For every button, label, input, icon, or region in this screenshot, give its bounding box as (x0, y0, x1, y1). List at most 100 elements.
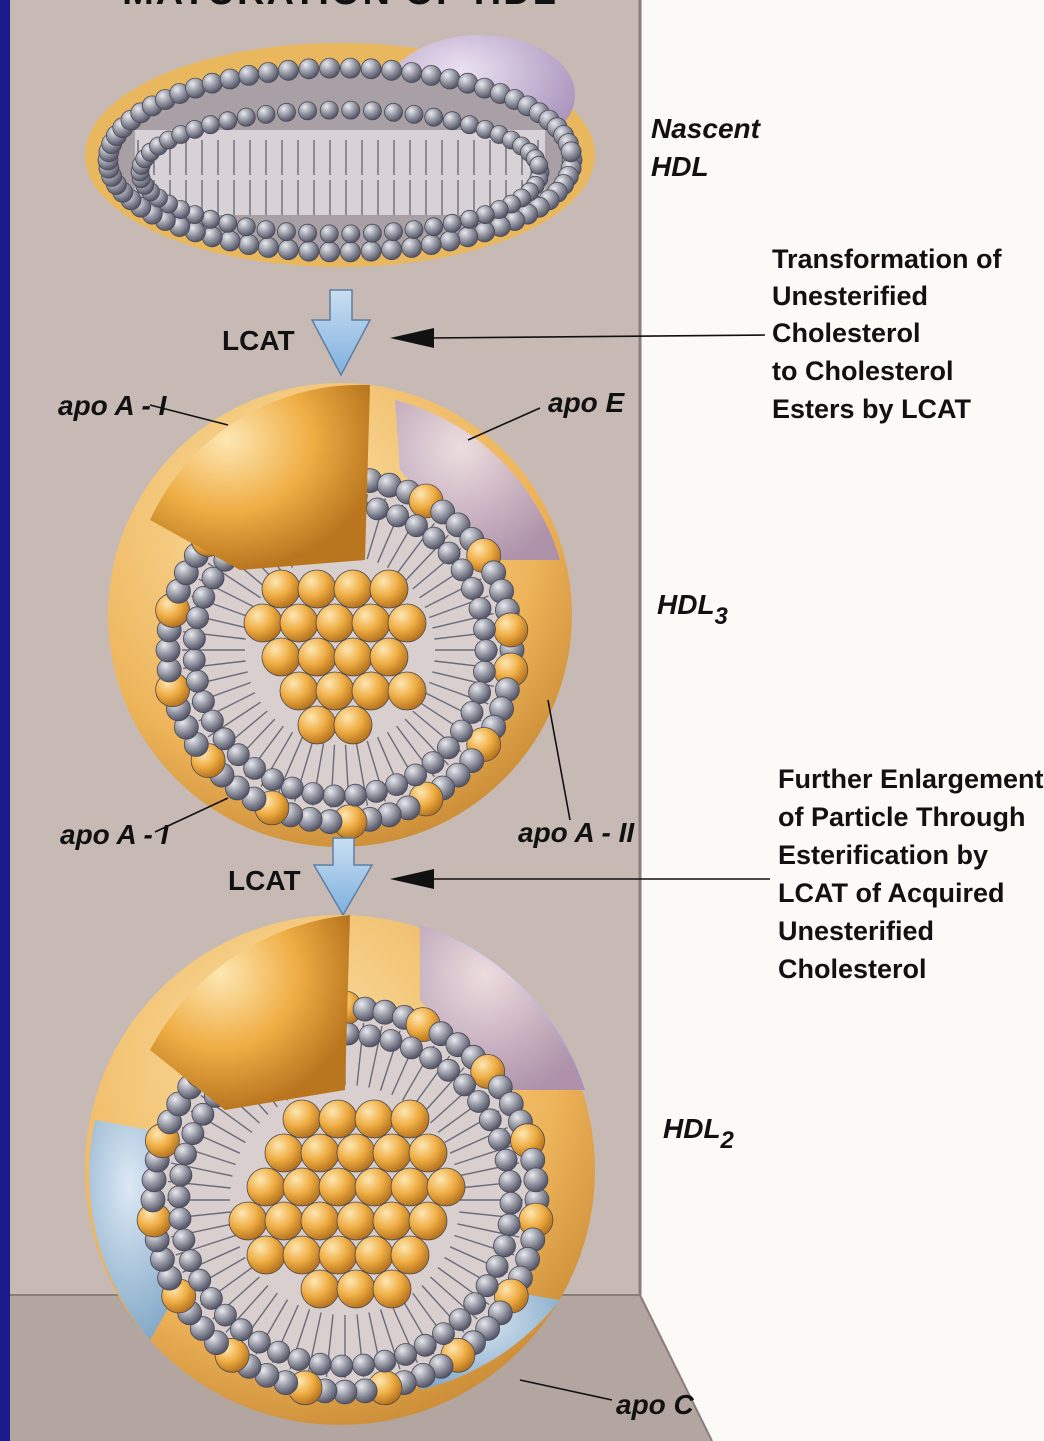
apo-ai-top-label: apo A - I (58, 390, 168, 421)
cholesteryl-ester (298, 570, 336, 608)
phospholipid-head (183, 628, 205, 650)
cholesteryl-ester (262, 570, 300, 608)
phospholipid-head (473, 661, 495, 683)
cholesteryl-ester (283, 1236, 321, 1274)
phospholipid-head (443, 214, 461, 232)
phospholipid-head (202, 73, 222, 93)
phospholipid-head (499, 1171, 521, 1193)
cholesteryl-ester (409, 1202, 447, 1240)
phospholipid-head (186, 670, 208, 692)
phospholipid-head (400, 1037, 422, 1059)
cholesteryl-ester (265, 1134, 303, 1172)
cholesteryl-ester (247, 1236, 285, 1274)
phospholipid-head (344, 784, 366, 806)
phospholipid-head (342, 225, 360, 243)
cholesteryl-ester (334, 706, 372, 744)
annotation-1-line-1: Transformation of (772, 244, 1003, 274)
phospholipid-head (169, 1208, 191, 1230)
cholesteryl-ester (301, 1270, 339, 1308)
annotation-1-line-2: Unesterified (772, 281, 928, 311)
phospholipid-head (192, 691, 214, 713)
apo-ai-bottom-label: apo A - I (60, 819, 170, 850)
phospholipid-head (402, 63, 422, 83)
apo-aii-label: apo A - II (518, 817, 635, 848)
phospholipid-head (440, 69, 460, 89)
phospholipid-head (461, 116, 479, 134)
cholesteryl-ester (280, 604, 318, 642)
phospholipid-head (268, 1341, 290, 1363)
phospholipid-head (281, 777, 303, 799)
phospholipid-head (193, 586, 215, 608)
apo-c-label: apo C (616, 1389, 695, 1420)
cholesteryl-ester (280, 672, 318, 710)
cholesteryl-ester (373, 1202, 411, 1240)
cholesteryl-ester (352, 604, 390, 642)
cholesteryl-ester (283, 1100, 321, 1138)
cholesteryl-ester (373, 1270, 411, 1308)
figure-title: MATURATION OF HDL (122, 0, 558, 13)
cholesteryl-ester (391, 1236, 429, 1274)
phospholipid-head (382, 240, 402, 260)
lcat-label-1: LCAT (222, 325, 295, 356)
cholesteryl-ester (265, 1202, 303, 1240)
cholesteryl-ester (427, 1168, 465, 1206)
phospholipid-head (220, 231, 240, 251)
phospholipid-head (202, 210, 220, 228)
phospholipid-head (500, 1192, 522, 1214)
phospholipid-head (361, 241, 381, 261)
phospholipid-head (363, 102, 381, 120)
phospholipid-head (219, 112, 237, 130)
phospholipid-head (440, 231, 460, 251)
phospholipid-head (405, 105, 423, 123)
phospholipid-head (421, 235, 441, 255)
phospholipid-head (309, 1353, 331, 1375)
phospholipid-head (524, 1168, 548, 1192)
cholesteryl-ester (301, 1134, 339, 1172)
phospholipid-head (367, 498, 389, 520)
cholesteryl-ester (229, 1202, 267, 1240)
phospholipid-head (187, 607, 209, 629)
phospholipid-head (474, 618, 496, 640)
phospholipid-head (320, 101, 338, 119)
cholesteryl-ester (298, 638, 336, 676)
cholesteryl-ester (370, 570, 408, 608)
phospholipid-head (170, 1164, 192, 1186)
cholesteryl-ester (355, 1100, 393, 1138)
cholesteryl-ester (388, 604, 426, 642)
cholesteryl-ester (334, 638, 372, 676)
cholesteryl-ester (370, 638, 408, 676)
phospholipid-head (278, 240, 298, 260)
phospholipid-head (361, 59, 381, 79)
cholesteryl-ester (355, 1168, 393, 1206)
phospholipid-head (479, 1109, 501, 1131)
hdl3-particle (108, 383, 572, 847)
phospholipid-head (495, 1149, 517, 1171)
cholesteryl-ester (247, 1168, 285, 1206)
annotation-2-line-4: LCAT of Acquired (778, 878, 1004, 908)
cholesteryl-ester (316, 672, 354, 710)
cholesteryl-ester (388, 672, 426, 710)
phospholipid-head (561, 142, 581, 162)
hdl2-particle (85, 915, 595, 1425)
phospholipid-head (340, 58, 360, 78)
cholesteryl-ester (283, 1168, 321, 1206)
cholesteryl-ester (319, 1236, 357, 1274)
lcat-label-2: LCAT (228, 865, 301, 896)
nascent-label-2: HDL (651, 151, 709, 182)
phospholipid-head (395, 1344, 417, 1366)
cholesteryl-ester (352, 672, 390, 710)
phospholipid-head (475, 640, 497, 662)
phospholipid-head (257, 221, 275, 239)
cholesteryl-ester (319, 1100, 357, 1138)
phospholipid-head (489, 1128, 511, 1150)
phospholipid-head (237, 218, 255, 236)
phospholipid-head (278, 60, 298, 80)
phospholipid-head (219, 214, 237, 232)
annotation-2-line-2: of Particle Through (778, 802, 1026, 832)
phospholipid-head (278, 103, 296, 121)
cholesteryl-ester (337, 1270, 375, 1308)
annotation-2-line-6: Cholesterol (778, 954, 927, 984)
phospholipid-head (458, 227, 478, 247)
